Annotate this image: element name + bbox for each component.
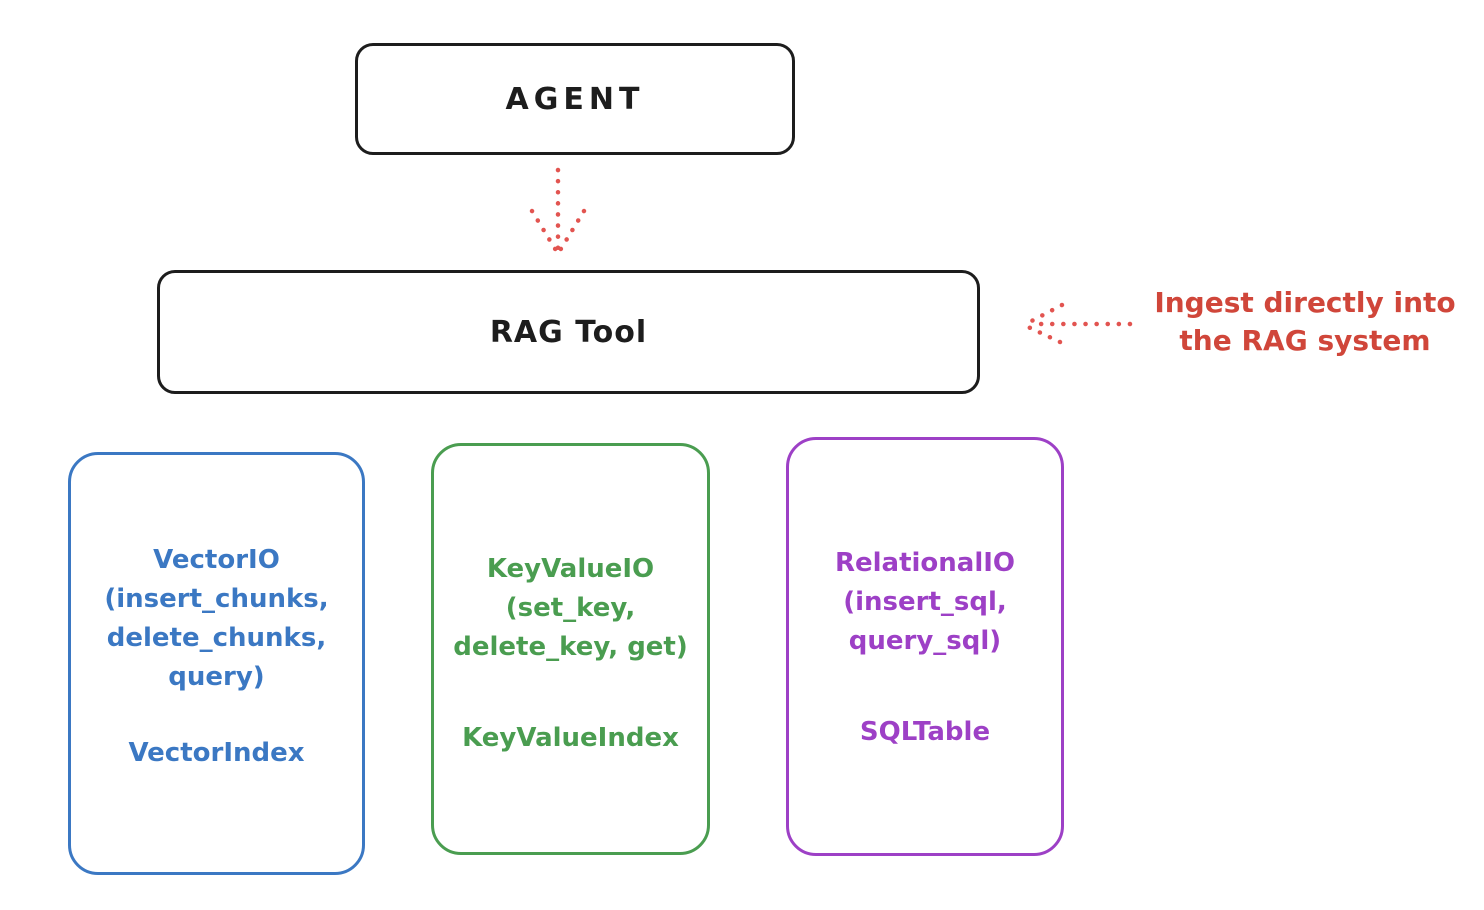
rag-tool-label: RAG Tool [489, 314, 648, 350]
store-line: KeyValueIO [486, 554, 655, 584]
arrowhead-bottom-wing [1021, 322, 1063, 345]
store-line: RelationalIO [834, 548, 1016, 578]
keyvalue-io-node: KeyValueIO (set_key, delete_key, get) Ke… [431, 443, 710, 855]
store-line: (insert_sql, [843, 587, 1007, 617]
arrowhead-right-wing [556, 208, 587, 255]
agent-to-ragtool-arrow [529, 167, 587, 255]
vector-io-node: VectorIO (insert_chunks, delete_chunks, … [68, 452, 365, 875]
ingest-annotation-line2: the RAG system [1179, 324, 1431, 357]
keyvalue-io-methods: KeyValueIO (set_key, delete_key, get) [453, 550, 688, 667]
relational-io-node: RelationalIO (insert_sql, query_sql) SQL… [786, 437, 1064, 856]
vector-index-label: VectorIndex [128, 738, 305, 768]
vector-io-methods: VectorIO (insert_chunks, delete_chunks, … [104, 541, 328, 697]
store-line: (set_key, [505, 593, 636, 623]
store-line: delete_chunks, [106, 623, 327, 653]
arrowhead-top-wing [1021, 302, 1065, 328]
agent-node: AGENT [355, 43, 795, 155]
store-line: (insert_chunks, [104, 584, 329, 614]
rag-tool-node: RAG Tool [157, 270, 980, 394]
store-line: query) [168, 662, 265, 692]
relational-io-methods: RelationalIO (insert_sql, query_sql) [835, 544, 1015, 661]
sql-table-label: SQLTable [859, 717, 991, 747]
ingest-annotation: Ingest directly into the RAG system [1135, 284, 1475, 360]
annotation-to-ragtool-arrow [1021, 302, 1133, 345]
store-line: VectorIO [153, 545, 280, 575]
keyvalue-index-label: KeyValueIndex [462, 723, 679, 753]
agent-label: AGENT [505, 81, 645, 117]
store-line: query_sql) [848, 626, 1002, 656]
ingest-annotation-line1: Ingest directly into [1154, 286, 1456, 319]
arrowhead-left-wing [529, 208, 560, 255]
store-line: delete_key, get) [453, 632, 688, 662]
